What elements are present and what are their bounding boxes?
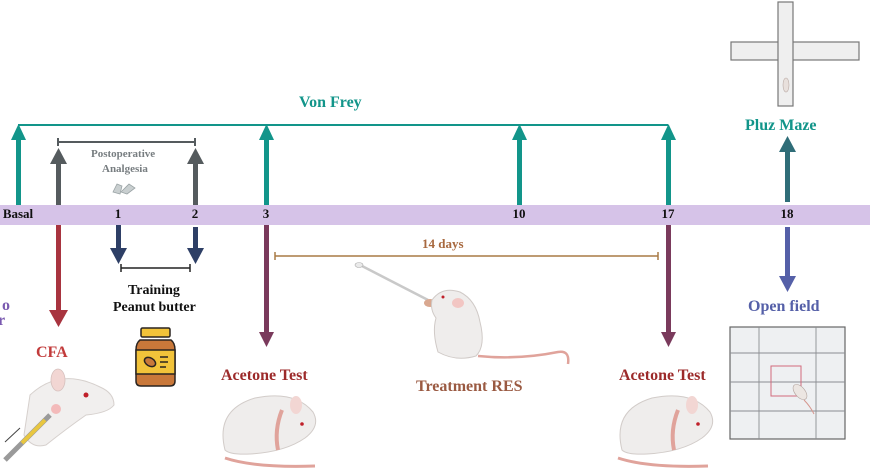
- acetone-arrows: [259, 225, 676, 347]
- plus-maze-icon: [730, 1, 860, 107]
- von-frey-label: Von Frey: [299, 94, 362, 111]
- day-label-18: 18: [780, 206, 794, 221]
- fourteen-days-bracket: [274, 252, 659, 260]
- cfa-label: CFA: [36, 344, 68, 361]
- maze-mouse-icon: [782, 77, 790, 93]
- day-label-2: 2: [191, 206, 199, 221]
- arrow-down-training-start: [110, 225, 127, 264]
- open-field-mouse-icon: [792, 384, 808, 400]
- cfa-rat-icon: [3, 368, 115, 462]
- open-field-arrow-down: [779, 227, 796, 292]
- peanut-butter-label: Peanut butter: [113, 300, 196, 315]
- treatment-res-label: Treatment RES: [416, 378, 523, 395]
- training-bracket: [120, 264, 191, 272]
- cfa-arrow-down: [49, 225, 68, 327]
- acetone-test-label-1: Acetone Test: [221, 367, 308, 384]
- day-label-3: 3: [262, 206, 270, 221]
- analgesia-pill-icon: [112, 183, 136, 195]
- day-label-10: 10: [512, 206, 526, 221]
- acetone-rat-icon-2: [617, 395, 714, 468]
- arrow-up-day17: [661, 124, 676, 205]
- day-label-basal: Basal: [2, 206, 34, 221]
- timeline-bar: [0, 205, 870, 225]
- arrow-up-basal: [11, 124, 26, 205]
- treatment-rat-icon: [354, 262, 570, 365]
- acetone-test-label-2: Acetone Test: [619, 367, 706, 384]
- arrow-down-training-end: [187, 227, 204, 264]
- analgesia-bracket: [57, 138, 196, 146]
- arrow-up-day10: [512, 124, 527, 205]
- acetone-rat-icon-1: [222, 395, 317, 468]
- von-frey-arrows: [11, 124, 676, 205]
- open-field-label: Open field: [748, 298, 820, 315]
- open-field-icon: [729, 326, 846, 440]
- analgesia-arrows: [50, 148, 204, 205]
- cut-off-label-line2: r: [0, 312, 6, 329]
- arrow-up-analgesia-start: [50, 148, 67, 205]
- day-label-17: 17: [661, 206, 675, 221]
- training-label: Training: [128, 283, 180, 298]
- training-arrows: [110, 225, 204, 264]
- arrow-up-day3: [259, 124, 274, 205]
- day-label-1: 1: [114, 206, 122, 221]
- cut-off-label-line1: o: [2, 297, 10, 314]
- fourteen-days-label: 14 days: [422, 236, 464, 251]
- arrow-down-day17: [661, 225, 676, 347]
- arrow-down-day3: [259, 225, 274, 347]
- analgesia-label: Analgesia: [102, 163, 148, 175]
- peanut-butter-jar-icon: [135, 327, 176, 387]
- postoperative-label: Postoperative: [91, 148, 156, 160]
- plus-maze-label: Pluz Maze: [745, 117, 817, 134]
- arrow-up-analgesia-end: [187, 148, 204, 205]
- plus-maze-arrow-up: [779, 136, 796, 202]
